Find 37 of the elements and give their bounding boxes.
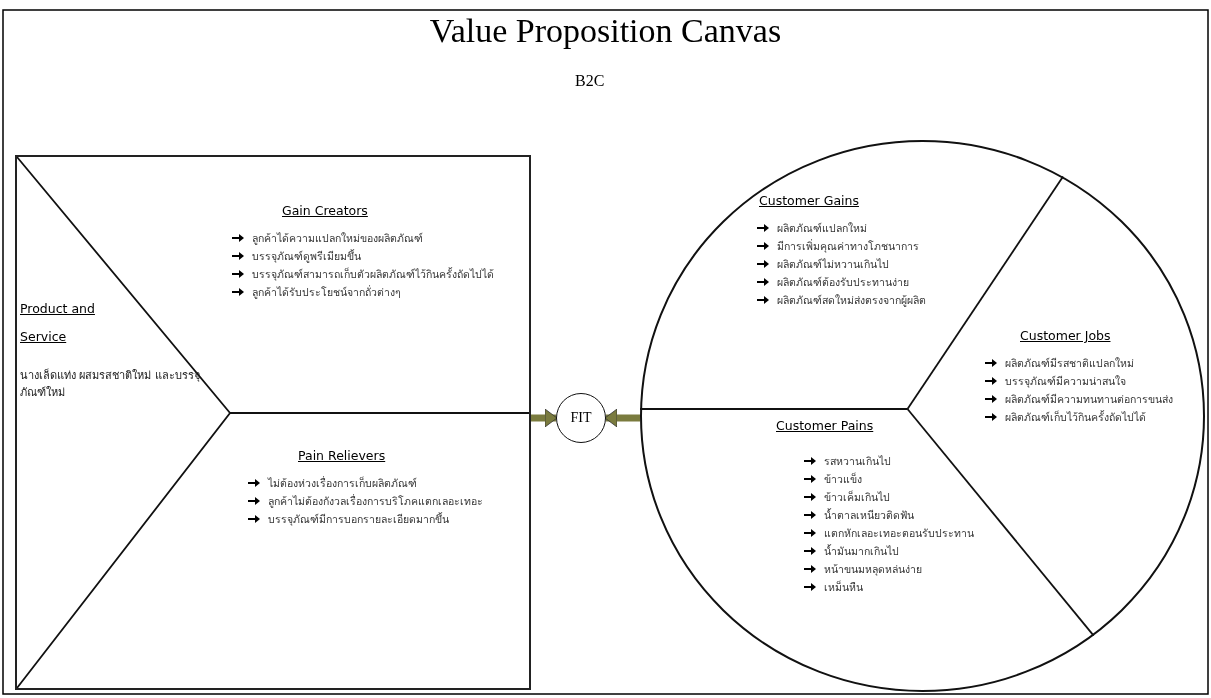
list-item-text: น้ำตาลเหนียวติดฟัน bbox=[824, 508, 914, 523]
list-item-text: หน้าขนมหลุดหล่นง่าย bbox=[824, 562, 922, 577]
list-item-text: ลูกค้าได้ความแปลกใหม่ของผลิตภัณฑ์ bbox=[252, 231, 423, 246]
body-text: นางเล็ดแท่ง ผสมรสชาติใหม่ และบรรจุภัณฑ์ใหม่ bbox=[20, 367, 200, 401]
subtitle-label: B2C bbox=[575, 72, 605, 90]
fit-circle bbox=[556, 393, 606, 443]
list-item-text: ข้าวแข็ง bbox=[824, 472, 862, 487]
list-item-text: ข้าวเค็มเกินไป bbox=[824, 490, 890, 505]
list-item-text: เหม็นหืน bbox=[824, 580, 863, 595]
section-heading: Customer Pains bbox=[776, 418, 874, 433]
section-heading: Pain Relievers bbox=[298, 448, 386, 463]
list-item-text: ผลิตภัณฑ์มีความทนทานต่อการขนส่ง bbox=[1005, 392, 1173, 407]
list-item-text: ไม่ต้องห่วงเรื่องการเก็บผลิตภัณฑ์ bbox=[268, 476, 417, 491]
list-item-text: บรรจุภัณฑ์มีความน่าสนใจ bbox=[1005, 374, 1126, 389]
list-item-text: ผลิตภัณฑ์มีรสชาติแปลกใหม่ bbox=[1005, 356, 1134, 371]
section-heading: Product and Service bbox=[20, 300, 96, 346]
list-item-text: รสหวานเกินไป bbox=[824, 454, 891, 469]
list-item-text: ผลิตภัณฑ์ไม่หวานเกินไป bbox=[777, 257, 889, 272]
fit-label: FIT bbox=[570, 410, 592, 426]
list-item-text: ผลิตภัณฑ์แปลกใหม่ bbox=[777, 221, 867, 236]
section-heading: Gain Creators bbox=[282, 203, 368, 218]
list-item-text: บรรจุภัณฑ์มีการบอกรายละเอียดมากขึ้น bbox=[268, 512, 449, 527]
canvas-square bbox=[15, 155, 531, 690]
list-item-text: บรรจุภัณฑ์ดูพรีเมียมขึ้น bbox=[252, 249, 361, 264]
section-heading: Customer Gains bbox=[759, 193, 859, 208]
list-item-text: ลูกค้าไม่ต้องกังวลเรื่องการบริโภคแตกเลอะเทอะ bbox=[268, 494, 483, 509]
list-item-text: น้ำมันมากเกินไป bbox=[824, 544, 899, 559]
list-item-text: ผลิตภัณฑ์ต้องรับประทานง่าย bbox=[777, 275, 909, 290]
canvas-circle bbox=[640, 140, 1205, 692]
list-item-text: แตกหักเลอะเทอะตอนรับประทาน bbox=[824, 526, 974, 541]
section-heading: Customer Jobs bbox=[1020, 328, 1111, 343]
list-item-text: บรรจุภัณฑ์สามารถเก็บตัวผลิตภัณฑ์ไว้กินครั้งถัดไปได้ bbox=[252, 267, 494, 282]
list-item-text: ผลิตภัณฑ์เก็บไว้กินครั้งถัดไปได้ bbox=[1005, 410, 1146, 425]
list-item-text: ลูกค้าได้รับประโยชน์จากถั่วต่างๆ bbox=[252, 285, 401, 300]
diagram-title: Value Proposition Canvas bbox=[428, 12, 783, 50]
list-item-text: มีการเพิ่มคุณค่าทางโภชนาการ bbox=[777, 239, 919, 254]
list-item-text: ผลิตภัณฑ์สดใหม่ส่งตรงจากผู้ผลิต bbox=[777, 293, 926, 308]
